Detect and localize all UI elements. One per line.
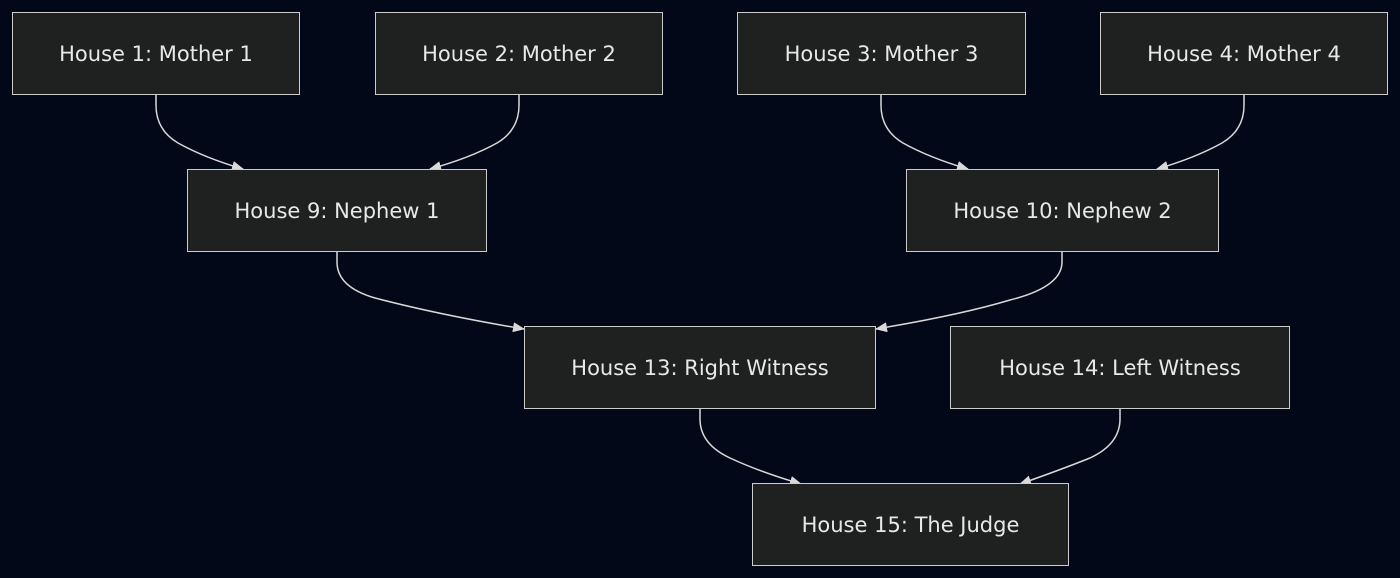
edge-house3-to-house10	[880, 95, 969, 171]
node-label: House 4: Mother 4	[1147, 41, 1341, 66]
edge-house10-to-house13	[875, 252, 1063, 333]
edge-house4-to-house10	[1156, 95, 1245, 171]
node-label: House 9: Nephew 1	[234, 198, 440, 223]
node-house-9: House 9: Nephew 1	[187, 169, 487, 252]
node-label: House 10: Nephew 2	[953, 198, 1172, 223]
node-house-2: House 2: Mother 2	[375, 12, 663, 95]
edge-house14-to-house15	[1019, 409, 1121, 486]
node-house-14: House 14: Left Witness	[950, 326, 1290, 409]
node-label: House 3: Mother 3	[784, 41, 979, 66]
edge-house9-to-house13	[336, 252, 525, 333]
node-house-3: House 3: Mother 3	[737, 12, 1026, 95]
node-house-4: House 4: Mother 4	[1100, 12, 1388, 95]
node-label: House 2: Mother 2	[422, 41, 616, 66]
node-label: House 15: The Judge	[801, 512, 1020, 537]
node-label: House 13: Right Witness	[571, 355, 829, 380]
node-label: House 14: Left Witness	[999, 355, 1241, 380]
node-house-1: House 1: Mother 1	[12, 12, 300, 95]
edge-house2-to-house9	[429, 95, 520, 171]
edge-house1-to-house9	[155, 95, 244, 171]
node-house-15: House 15: The Judge	[752, 483, 1069, 566]
node-house-13: House 13: Right Witness	[524, 326, 876, 409]
edge-house13-to-house15	[699, 409, 802, 486]
node-house-10: House 10: Nephew 2	[906, 169, 1219, 252]
node-label: House 1: Mother 1	[59, 41, 253, 66]
